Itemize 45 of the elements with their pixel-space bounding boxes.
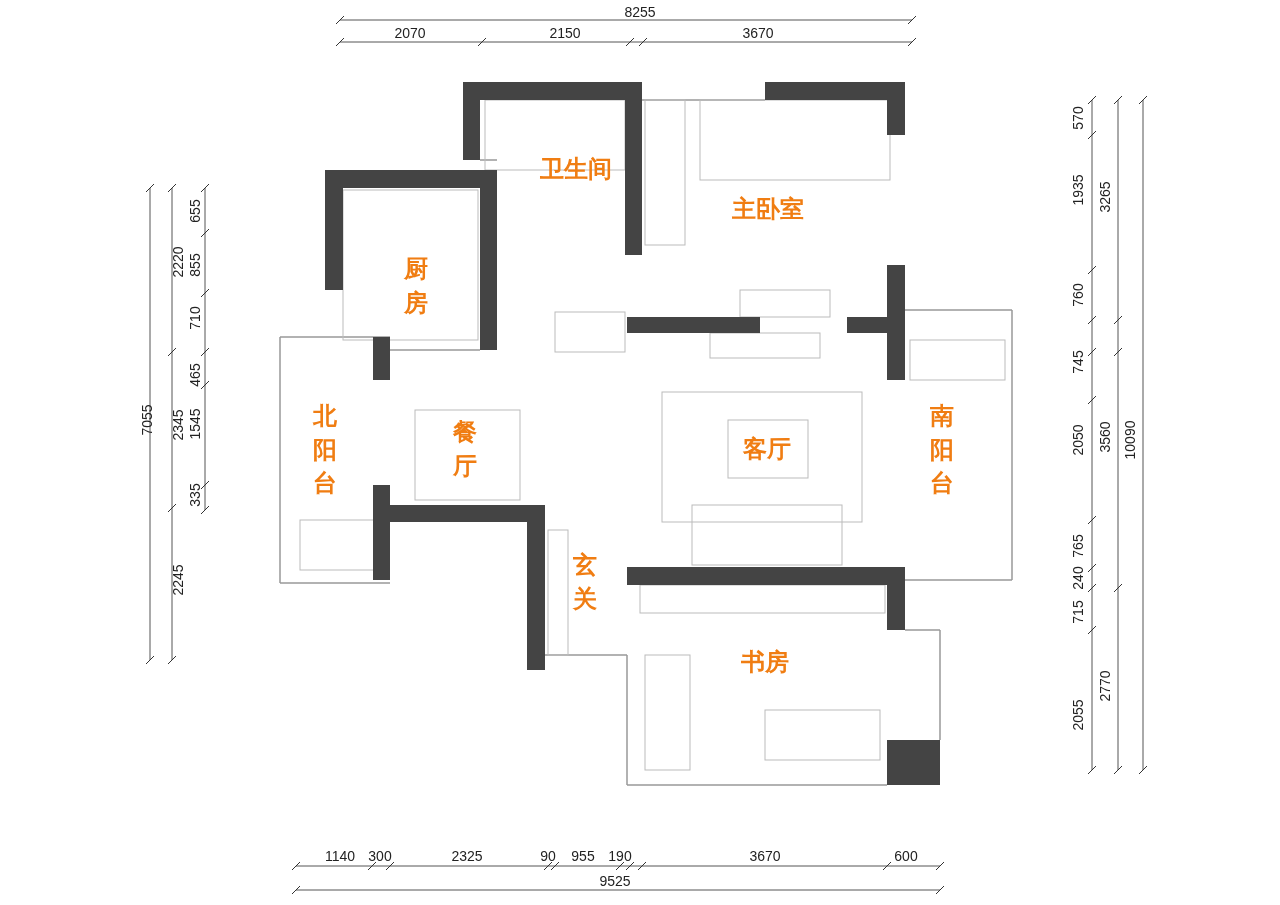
dimension-label: 2325 [451, 849, 483, 863]
dimension-label: 2150 [549, 26, 581, 40]
room-label: 南阳台 [929, 400, 955, 499]
dimension-label: 2770 [1098, 670, 1112, 702]
dimension-label: 3560 [1098, 421, 1112, 453]
dimension-label: 335 [188, 483, 202, 507]
room-label: 厨房 [403, 254, 429, 319]
dimension-label: 2245 [171, 564, 185, 596]
dimension-label: 955 [571, 849, 595, 863]
dimension-label: 765 [1071, 534, 1085, 558]
room-label: 主卧室 [732, 196, 804, 224]
dimension-label: 1140 [324, 849, 356, 863]
dimension-label: 1545 [188, 408, 202, 440]
dimension-label: 715 [1071, 600, 1085, 624]
dimension-label: 8255 [624, 5, 656, 19]
dimension-label: 3670 [742, 26, 774, 40]
dimension-label: 3670 [749, 849, 781, 863]
dimension-label: 7055 [140, 404, 154, 436]
dimension-label: 240 [1071, 566, 1085, 590]
dimension-label: 2050 [1071, 424, 1085, 456]
dimension-label: 600 [894, 849, 918, 863]
dimension-label: 570 [1071, 106, 1085, 130]
dimension-label: 300 [368, 849, 392, 863]
room-label: 书房 [741, 649, 789, 677]
dimension-label: 745 [1071, 350, 1085, 374]
dimension-label: 190 [608, 849, 632, 863]
dimension-label: 2070 [394, 26, 426, 40]
dimension-label: 710 [188, 306, 202, 330]
dimension-label: 855 [188, 253, 202, 277]
dimension-label: 90 [540, 849, 556, 863]
dimension-label: 760 [1071, 283, 1085, 307]
dimension-label: 10090 [1123, 420, 1137, 460]
dimension-label: 9525 [599, 874, 631, 888]
room-label: 客厅 [743, 436, 791, 464]
room-label: 餐厅 [452, 417, 478, 482]
dimension-label: 3265 [1098, 181, 1112, 213]
dimension-label: 465 [188, 363, 202, 387]
room-label: 北阳台 [312, 400, 338, 499]
dimension-label: 2220 [171, 246, 185, 278]
room-label: 卫生间 [540, 156, 612, 184]
dimension-label: 1935 [1071, 174, 1085, 206]
dimension-label: 655 [188, 199, 202, 223]
room-label: 玄关 [572, 550, 598, 615]
dimension-label: 2345 [171, 409, 185, 441]
dimension-label: 2055 [1071, 699, 1085, 731]
